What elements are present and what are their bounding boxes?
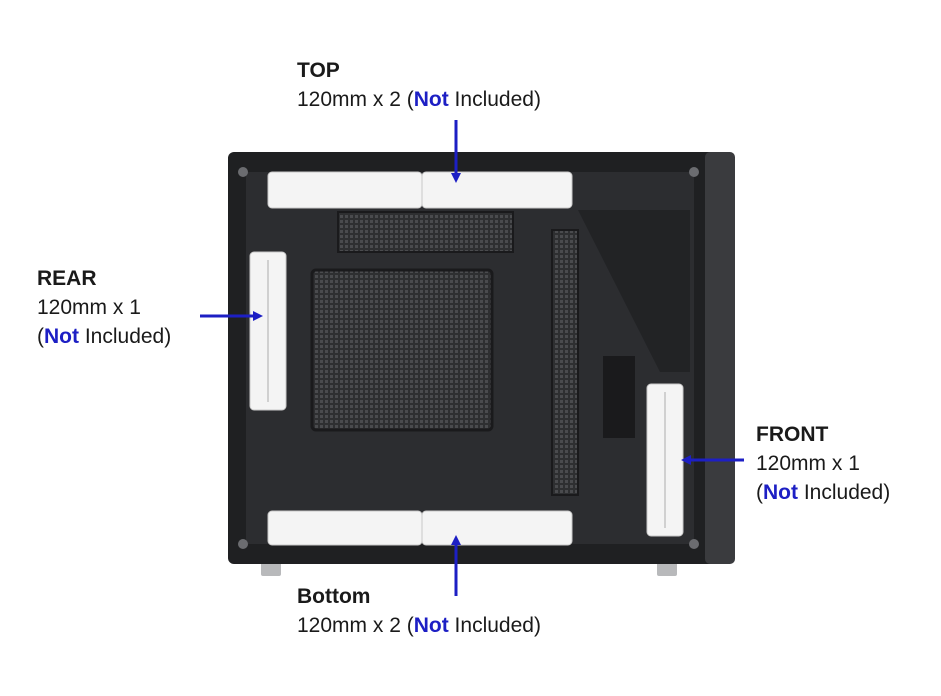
- front-title: FRONT: [756, 423, 829, 446]
- top-title: TOP: [297, 59, 340, 82]
- front-fan-label: FRONT 120mm x 1 (Not Included): [756, 420, 890, 507]
- rear-fan-label: REAR 120mm x 1 (Not Included): [37, 264, 171, 351]
- bottom-fan-1: [267, 510, 423, 546]
- rear-not: Not: [44, 325, 79, 348]
- top-not: Not: [413, 88, 449, 111]
- rear-title: REAR: [37, 267, 97, 290]
- foot-left: [261, 562, 281, 576]
- foot-right: [657, 562, 677, 576]
- mesh-panel-center: [310, 268, 494, 432]
- bottom-title: Bottom: [297, 585, 371, 608]
- front-side-panel: [705, 152, 735, 564]
- psu-shroud: [578, 210, 690, 372]
- top-fan-2: [421, 171, 573, 209]
- mesh-panel-vertical: [551, 229, 579, 496]
- front-spec: 120mm x 1: [756, 452, 860, 475]
- bottom-fan-2: [421, 510, 573, 546]
- bottom-fan-label: Bottom 120mm x 2 (Not Included): [297, 582, 541, 640]
- front-not: Not: [763, 481, 798, 504]
- rear-spec: 120mm x 1: [37, 296, 141, 319]
- bottom-not: Not: [413, 614, 449, 637]
- top-fan-1: [267, 171, 423, 209]
- bottom-spec: 120mm x 2: [297, 614, 401, 637]
- top-fan-label: TOP 120mm x 2 (Not Included): [297, 56, 541, 114]
- cable-cutout: [603, 356, 635, 438]
- mesh-panel-top: [337, 211, 514, 253]
- top-spec: 120mm x 2: [297, 88, 401, 111]
